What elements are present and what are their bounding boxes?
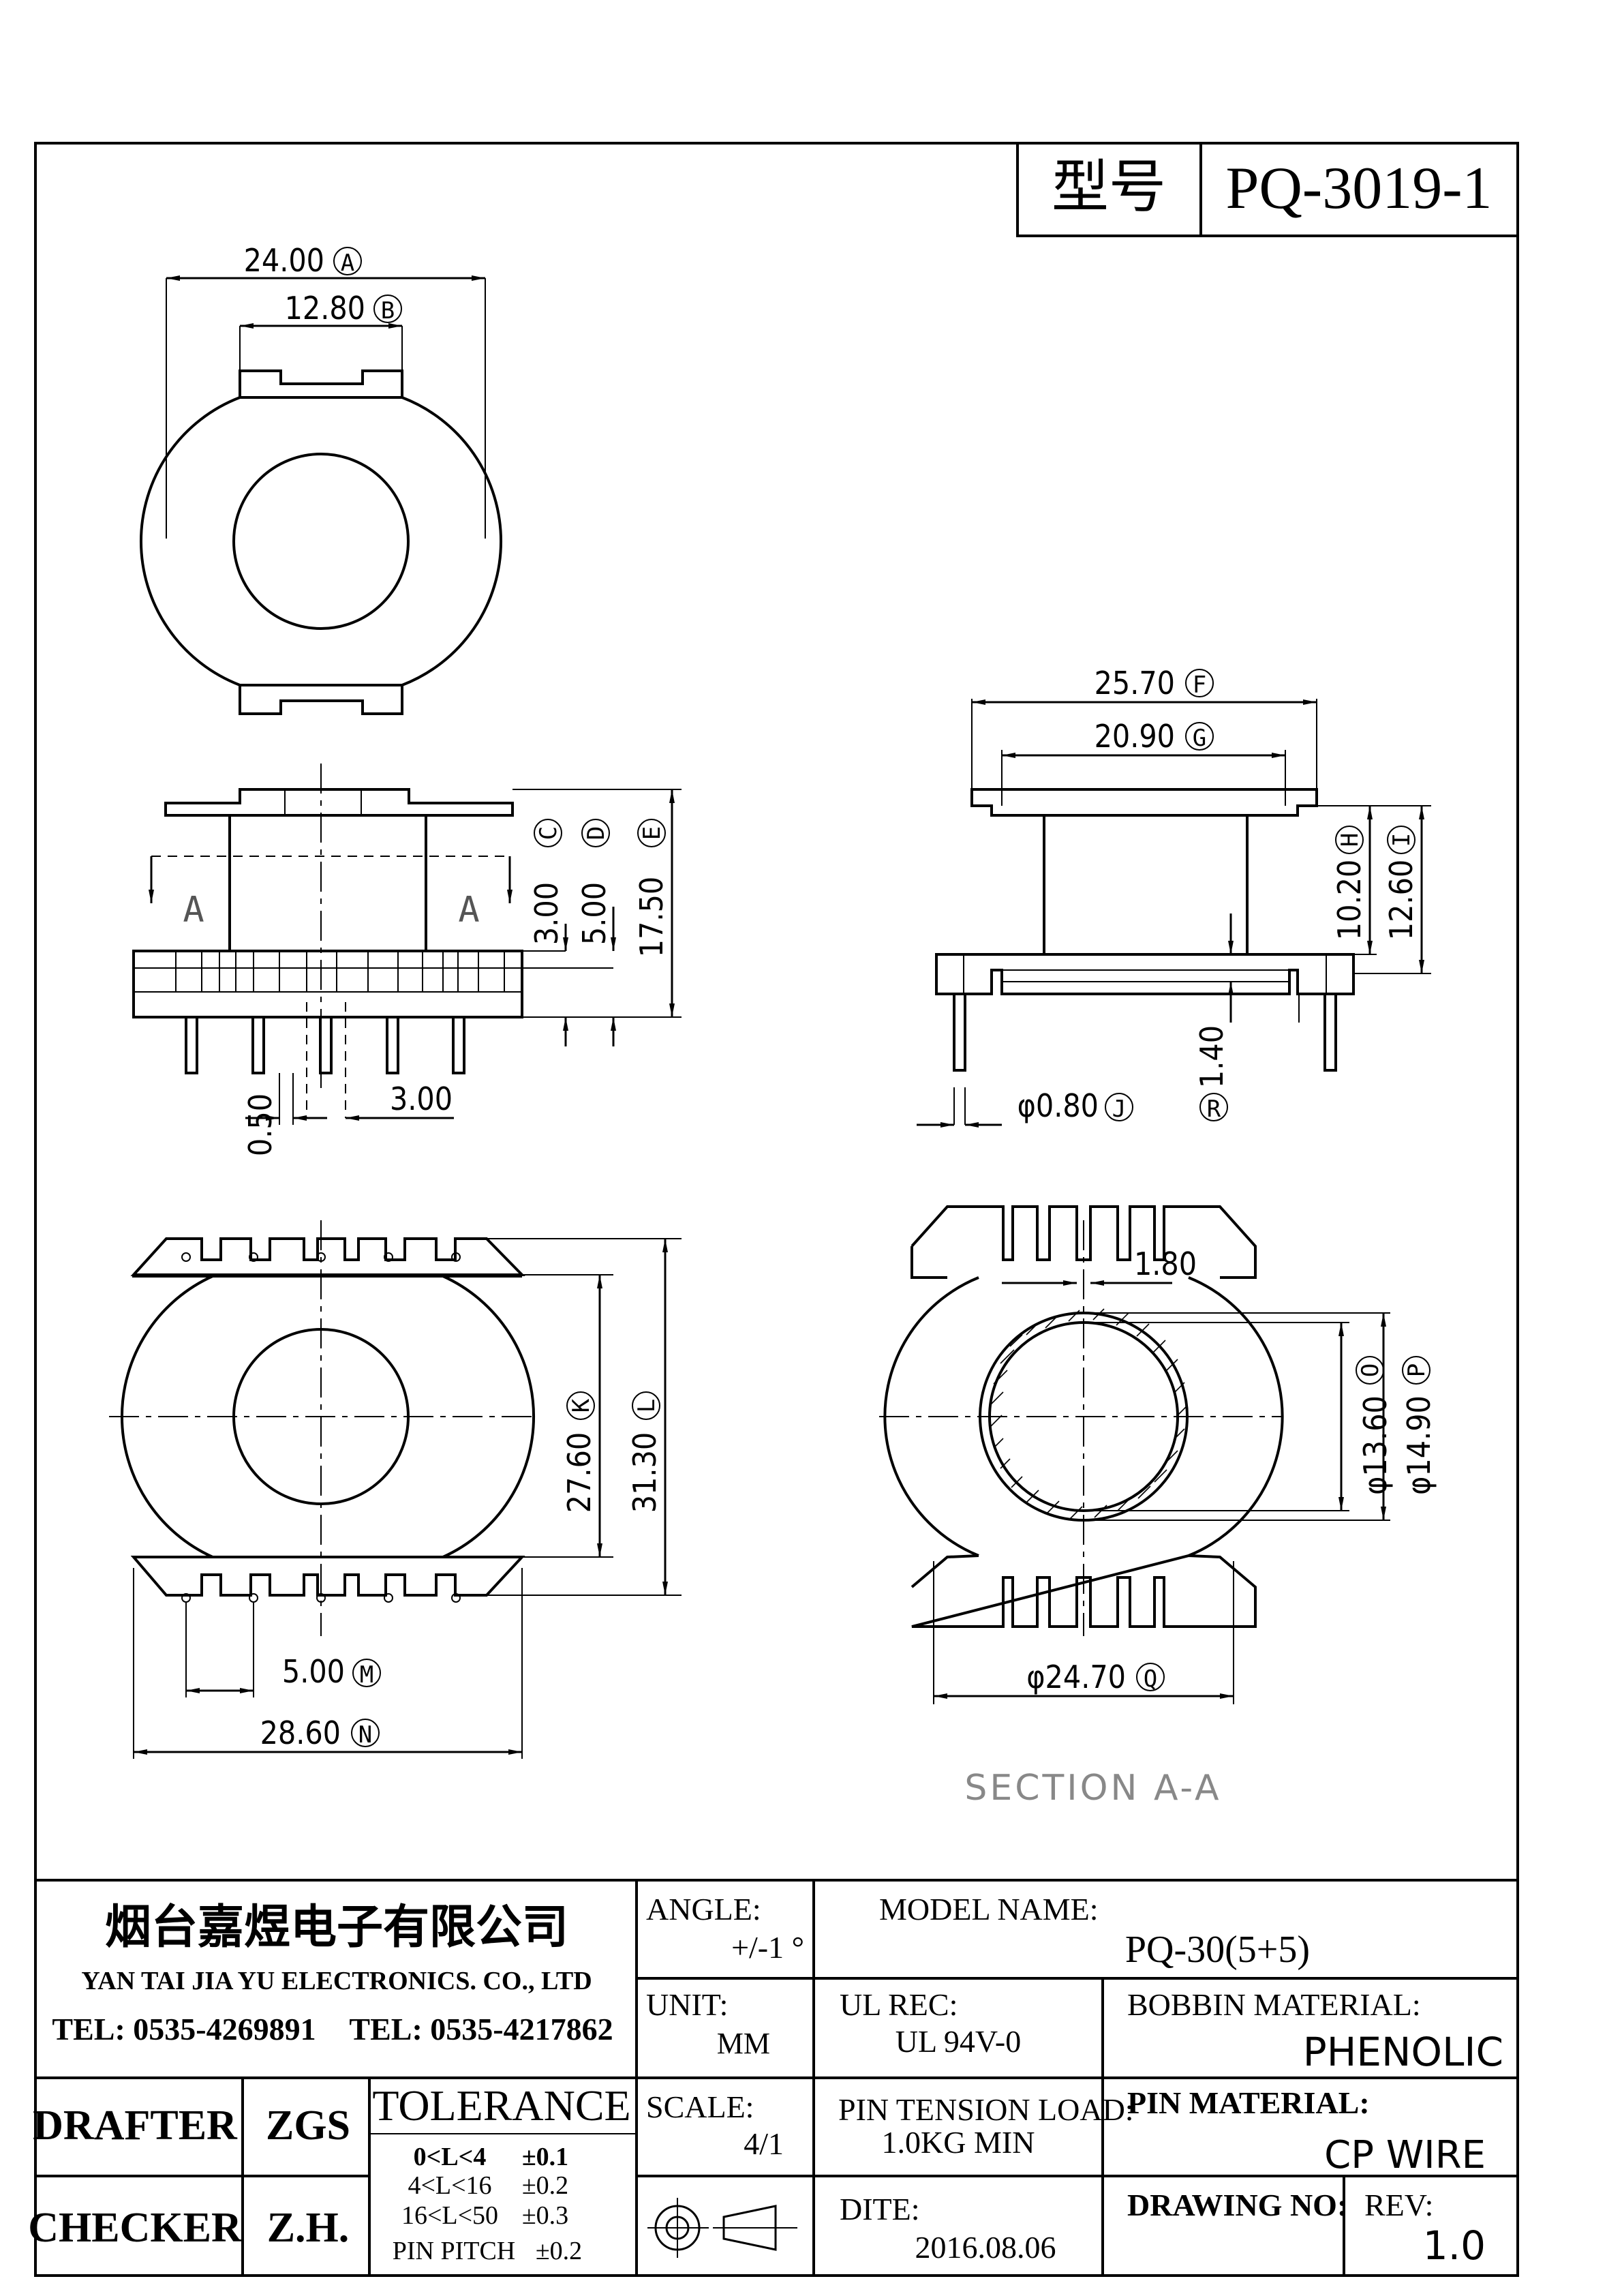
bobbin-material-value: PHENOLIC — [1303, 2029, 1503, 2075]
dim-n-value: 28.60 — [260, 1715, 341, 1751]
dim-pin-gap: 3.00 — [390, 1081, 453, 1117]
section-mark-left: A — [183, 890, 204, 931]
pin-material-label: PIN MATERIAL: — [1127, 2085, 1370, 2120]
section-label: SECTION A-A — [964, 1768, 1221, 1809]
dim-pin-offset: 0.50 — [242, 1093, 279, 1156]
dim-l-tag: L — [633, 1399, 660, 1413]
dim-d-tag: D — [583, 826, 610, 840]
date-value: 2016.08.06 — [915, 2230, 1056, 2265]
dim-f-value: 25.70 — [1095, 665, 1175, 701]
dim-d-value: 5.00 — [576, 882, 613, 945]
pin-pitch-label: PIN PITCH — [393, 2237, 516, 2265]
tolerance-value-3: ±0.3 — [522, 2201, 568, 2230]
dim-l-value: 31.30 — [626, 1432, 663, 1513]
ul-rec-value: UL 94V-0 — [896, 2024, 1021, 2059]
checker-label: CHECKER — [28, 2205, 243, 2251]
dim-a-tag: A — [341, 250, 354, 277]
dim-k-tag: K — [568, 1398, 595, 1413]
drafter-value: ZGS — [266, 2102, 350, 2149]
dim-f-tag: F — [1193, 671, 1206, 699]
dim-slot-width: 1.80 — [1134, 1245, 1197, 1282]
pin-pitch-value: ±0.2 — [536, 2237, 582, 2265]
scale-value: 4/1 — [744, 2126, 784, 2161]
dim-q-tag: Q — [1144, 1665, 1157, 1693]
drafter-label: DRAFTER — [33, 2102, 238, 2149]
dim-c-tag: C — [535, 826, 562, 840]
dim-b-tag: B — [381, 297, 395, 324]
company-tel-2: TEL: 0535-4217862 — [349, 2012, 613, 2046]
date-label: DITE: — [840, 2192, 920, 2226]
tolerance-range-3: 16<L<50 — [401, 2201, 498, 2230]
top-view-core-hole — [232, 453, 410, 630]
dim-j-tag: J — [1112, 1096, 1126, 1123]
ul-rec-label: UL REC: — [840, 1987, 958, 2022]
model-header-label: 型号 — [1052, 156, 1166, 220]
bobbin-material-label: BOBBIN MATERIAL: — [1127, 1987, 1421, 2022]
dim-i-value: 12.60 — [1383, 860, 1420, 940]
dim-n-tag: N — [358, 1721, 372, 1749]
model-header-value: PQ-3019-1 — [1225, 155, 1492, 222]
dim-p-value: φ14.90 — [1401, 1395, 1437, 1495]
angle-value: +/-1 ° — [731, 1930, 804, 1965]
model-name-label: MODEL NAME: — [879, 1892, 1099, 1927]
rev-value: 1.0 — [1423, 2222, 1486, 2269]
dim-g-value: 20.90 — [1095, 718, 1175, 755]
dim-o-value: φ13.60 — [1357, 1395, 1394, 1495]
dim-g-tag: G — [1193, 725, 1206, 752]
unit-value: MM — [717, 2027, 770, 2060]
dim-p-tag: P — [1403, 1363, 1430, 1377]
tolerance-range-2: 4<L<16 — [408, 2171, 491, 2200]
sheet-border — [34, 142, 1519, 2277]
angle-label: ANGLE: — [646, 1892, 761, 1927]
pin-tension-value: 1.0KG MIN — [882, 2125, 1035, 2160]
dim-b-value: 12.80 — [285, 290, 365, 327]
bottom-view: 27.60 K 31.30 L 5.00 M 28.60 N — [109, 1220, 682, 1759]
section-view: 1.80 φ13.60 O φ14.90 P φ24.70 Q SECTION … — [879, 1205, 1437, 1809]
company-name-cn: 烟台嘉煜电子有限公司 — [105, 1901, 568, 1954]
scale-label: SCALE: — [646, 2089, 754, 2124]
checker-value: Z.H. — [267, 2205, 350, 2251]
side-view: 25.70 F 20.90 G 10.20 H 12.60 I 1.40 R φ… — [917, 665, 1431, 1128]
front-view: A A — [132, 764, 682, 1156]
projection-symbol-icon — [647, 2198, 797, 2258]
dim-e-value: 17.50 — [633, 877, 670, 957]
pin-material-value: CP WIRE — [1324, 2133, 1486, 2177]
dim-k-value: 27.60 — [561, 1432, 598, 1513]
model-header-box: 型号 PQ-3019-1 — [1016, 143, 1518, 237]
dim-q-value: φ24.70 — [1026, 1659, 1126, 1695]
dim-c-value: 3.00 — [528, 882, 565, 945]
dim-i-tag: I — [1388, 833, 1416, 847]
section-mark-right: A — [458, 890, 479, 931]
dim-h-tag: H — [1336, 833, 1364, 847]
dim-a-value: 24.00 — [244, 242, 324, 279]
rev-label: REV: — [1364, 2188, 1433, 2222]
dim-a-tag-circle — [333, 247, 362, 275]
dim-h-value: 10.20 — [1331, 860, 1368, 940]
section-hatching — [990, 1308, 1188, 1520]
dim-r-tag: R — [1207, 1096, 1221, 1123]
top-view: 24.00 A 12.80 B — [139, 242, 503, 715]
dim-o-tag: O — [1357, 1363, 1384, 1377]
dim-e-tag: E — [639, 826, 666, 840]
model-name-value: PQ-30(5+5) — [1125, 1929, 1310, 1971]
company-tel-1: TEL: 0535-4269891 — [52, 2012, 316, 2046]
tolerance-range-1: 0<L<4 — [414, 2143, 487, 2171]
tolerance-title: TOLERANCE — [372, 2081, 630, 2130]
company-name-en: YAN TAI JIA YU ELECTRONICS. CO., LTD — [81, 1967, 592, 1995]
dim-r-value: 1.40 — [1193, 1025, 1230, 1088]
tolerance-value-1: ±0.1 — [522, 2143, 568, 2171]
title-block: 烟台嘉煜电子有限公司 YAN TAI JIA YU ELECTRONICS. C… — [28, 1879, 1518, 2276]
tolerance-value-2: ±0.2 — [522, 2171, 568, 2200]
dim-m-value: 5.00 — [282, 1653, 345, 1690]
unit-label: UNIT: — [646, 1987, 728, 2022]
pin-tension-label: PIN TENSION LOAD: — [838, 2092, 1134, 2127]
dim-b-tag-circle — [373, 294, 402, 323]
dim-j-value: φ0.80 — [1017, 1087, 1099, 1124]
drawing-no-label: DRAWING NO: — [1127, 2188, 1347, 2222]
dim-m-tag: M — [360, 1661, 373, 1689]
